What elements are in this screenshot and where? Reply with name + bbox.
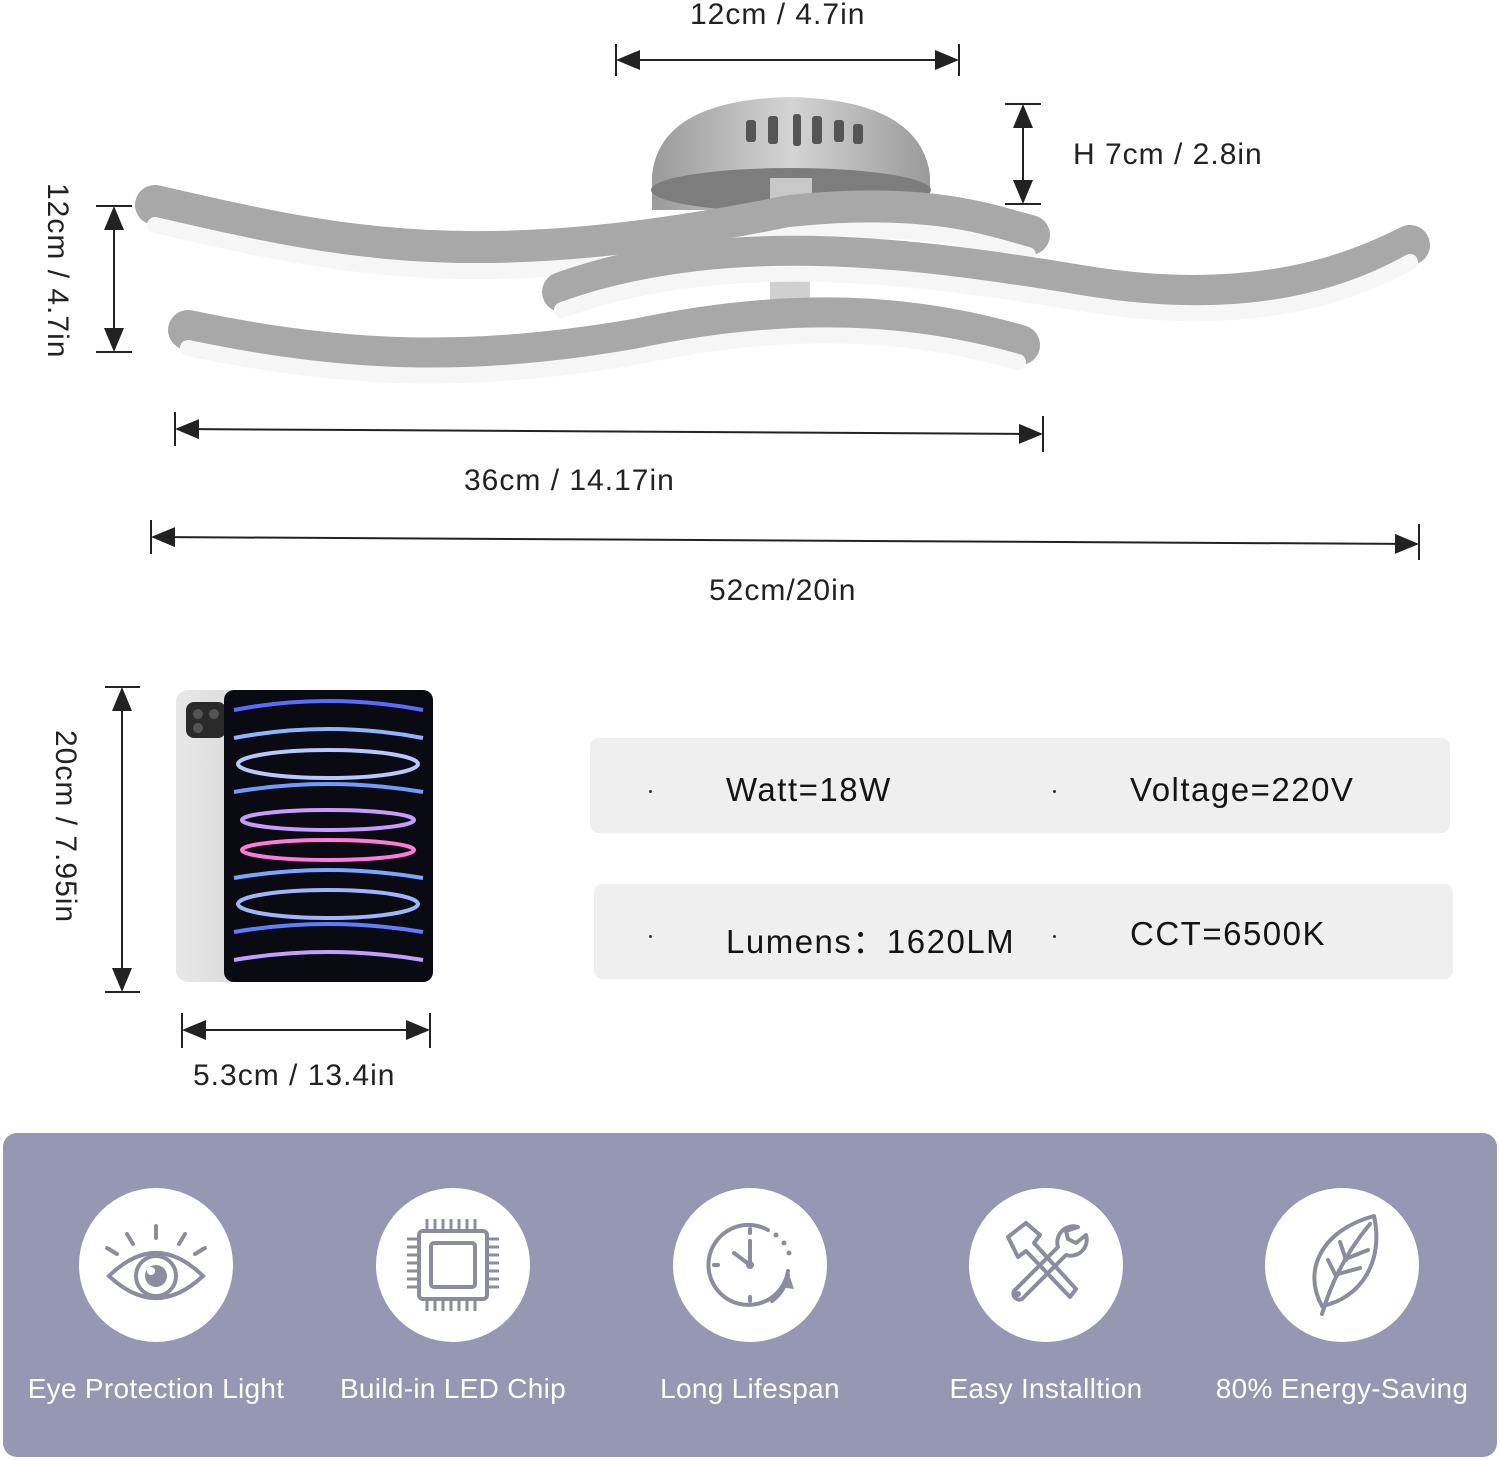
leaf-icon — [1312, 1214, 1379, 1316]
feature-label: Long Lifespan — [660, 1373, 840, 1404]
spec-cct: CCT=6500K — [1130, 915, 1327, 952]
feature-icon-badge — [79, 1188, 233, 1342]
feature-label: Build-in LED Chip — [339, 1373, 567, 1404]
spec-voltage: Voltage=220V — [1130, 771, 1355, 808]
spec-panel-power: Watt=18W Voltage=220V — [590, 738, 1450, 833]
spec-watt: Watt=18W — [726, 771, 892, 808]
base-width-label: 12cm / 4.7in — [690, 0, 866, 31]
bullet-dot — [1053, 790, 1056, 793]
chip-icon — [407, 1219, 499, 1311]
feature-band: Eye Protection Light Build-in LED Chip — [3, 1133, 1497, 1457]
feature-installation: Easy Installtion — [896, 1133, 1196, 1457]
short-bar-label: 36cm / 14.17in — [464, 464, 675, 497]
feature-icon-badge — [376, 1188, 530, 1342]
total-width-label: 52cm/20in — [709, 574, 857, 607]
bullet-dot — [1053, 935, 1056, 938]
tablet-height-label: 20cm / 7.95in — [49, 730, 82, 924]
feature-eye-protection: Eye Protection Light — [6, 1133, 306, 1457]
depth-label: 12cm / 4.7in — [41, 183, 74, 359]
feature-energy-saving: 80% Energy-Saving — [1192, 1133, 1492, 1457]
feature-label: Eye Protection Light — [27, 1373, 285, 1404]
feature-lifespan: Long Lifespan — [600, 1133, 900, 1457]
tablet-width-label: 5.3cm / 13.4in — [193, 1059, 396, 1092]
led-bar-bottom — [168, 297, 1040, 384]
feature-label: Easy Installtion — [949, 1373, 1143, 1404]
feature-icon-badge — [969, 1188, 1123, 1342]
bullet-dot — [649, 790, 652, 793]
feature-icon-badge — [673, 1188, 827, 1342]
dimension-diagram — [96, 44, 1430, 560]
feature-icon-badge — [1265, 1188, 1419, 1342]
clock-icon — [706, 1222, 794, 1307]
eye-icon — [105, 1224, 207, 1300]
height-label: H 7cm / 2.8in — [1073, 138, 1263, 171]
spec-panel-light: Lumens：1620LM CCT=6500K — [594, 884, 1453, 979]
bullet-dot — [649, 935, 652, 938]
tablet-reference — [105, 686, 433, 1048]
tools-icon — [1006, 1221, 1089, 1302]
led-bar-middle — [542, 225, 1430, 322]
feature-label: 80% Energy-Saving — [1215, 1373, 1469, 1404]
feature-led-chip: Build-in LED Chip — [303, 1133, 603, 1457]
spec-lumens: Lumens：1620LM — [726, 923, 1016, 960]
